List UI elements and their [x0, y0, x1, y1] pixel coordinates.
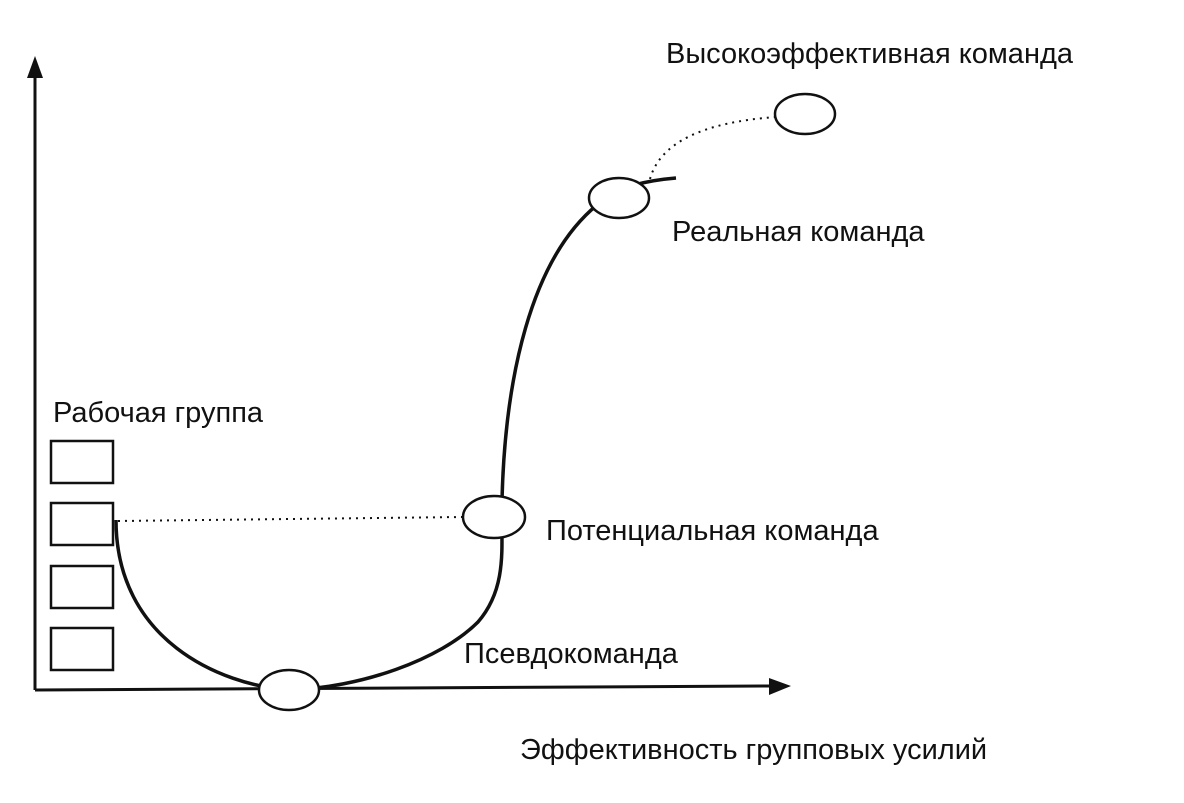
y-axis-arrowhead: [27, 56, 43, 78]
high-performance-team-label: Высокоэффективная команда: [666, 38, 1074, 70]
high-performance-team-node: [773, 92, 837, 136]
pseudo-team-node: [257, 668, 321, 712]
dotted-connector-real-team-to-high-performance-team: [649, 116, 777, 180]
x-axis-arrowhead: [769, 678, 791, 695]
x-axis-label: Эффективность групповых усилий: [520, 734, 988, 766]
working-group-box-2: [49, 501, 115, 547]
performance-curve: [114, 176, 677, 692]
working-group-label: Рабочая группа: [53, 397, 264, 429]
working-group-box-1: [49, 439, 115, 485]
x-axis: [34, 684, 773, 692]
potential-team-label: Потенциальная команда: [546, 515, 879, 547]
real-team-node: [587, 176, 651, 220]
working-group-box-4: [49, 626, 115, 672]
potential-team-node: [461, 494, 527, 540]
dotted-connector-working-group-to-potential-team: [117, 516, 463, 522]
real-team-label: Реальная команда: [672, 216, 925, 248]
pseudo-team-label: Псевдокоманда: [464, 638, 678, 670]
working-group-box-3: [49, 564, 115, 610]
